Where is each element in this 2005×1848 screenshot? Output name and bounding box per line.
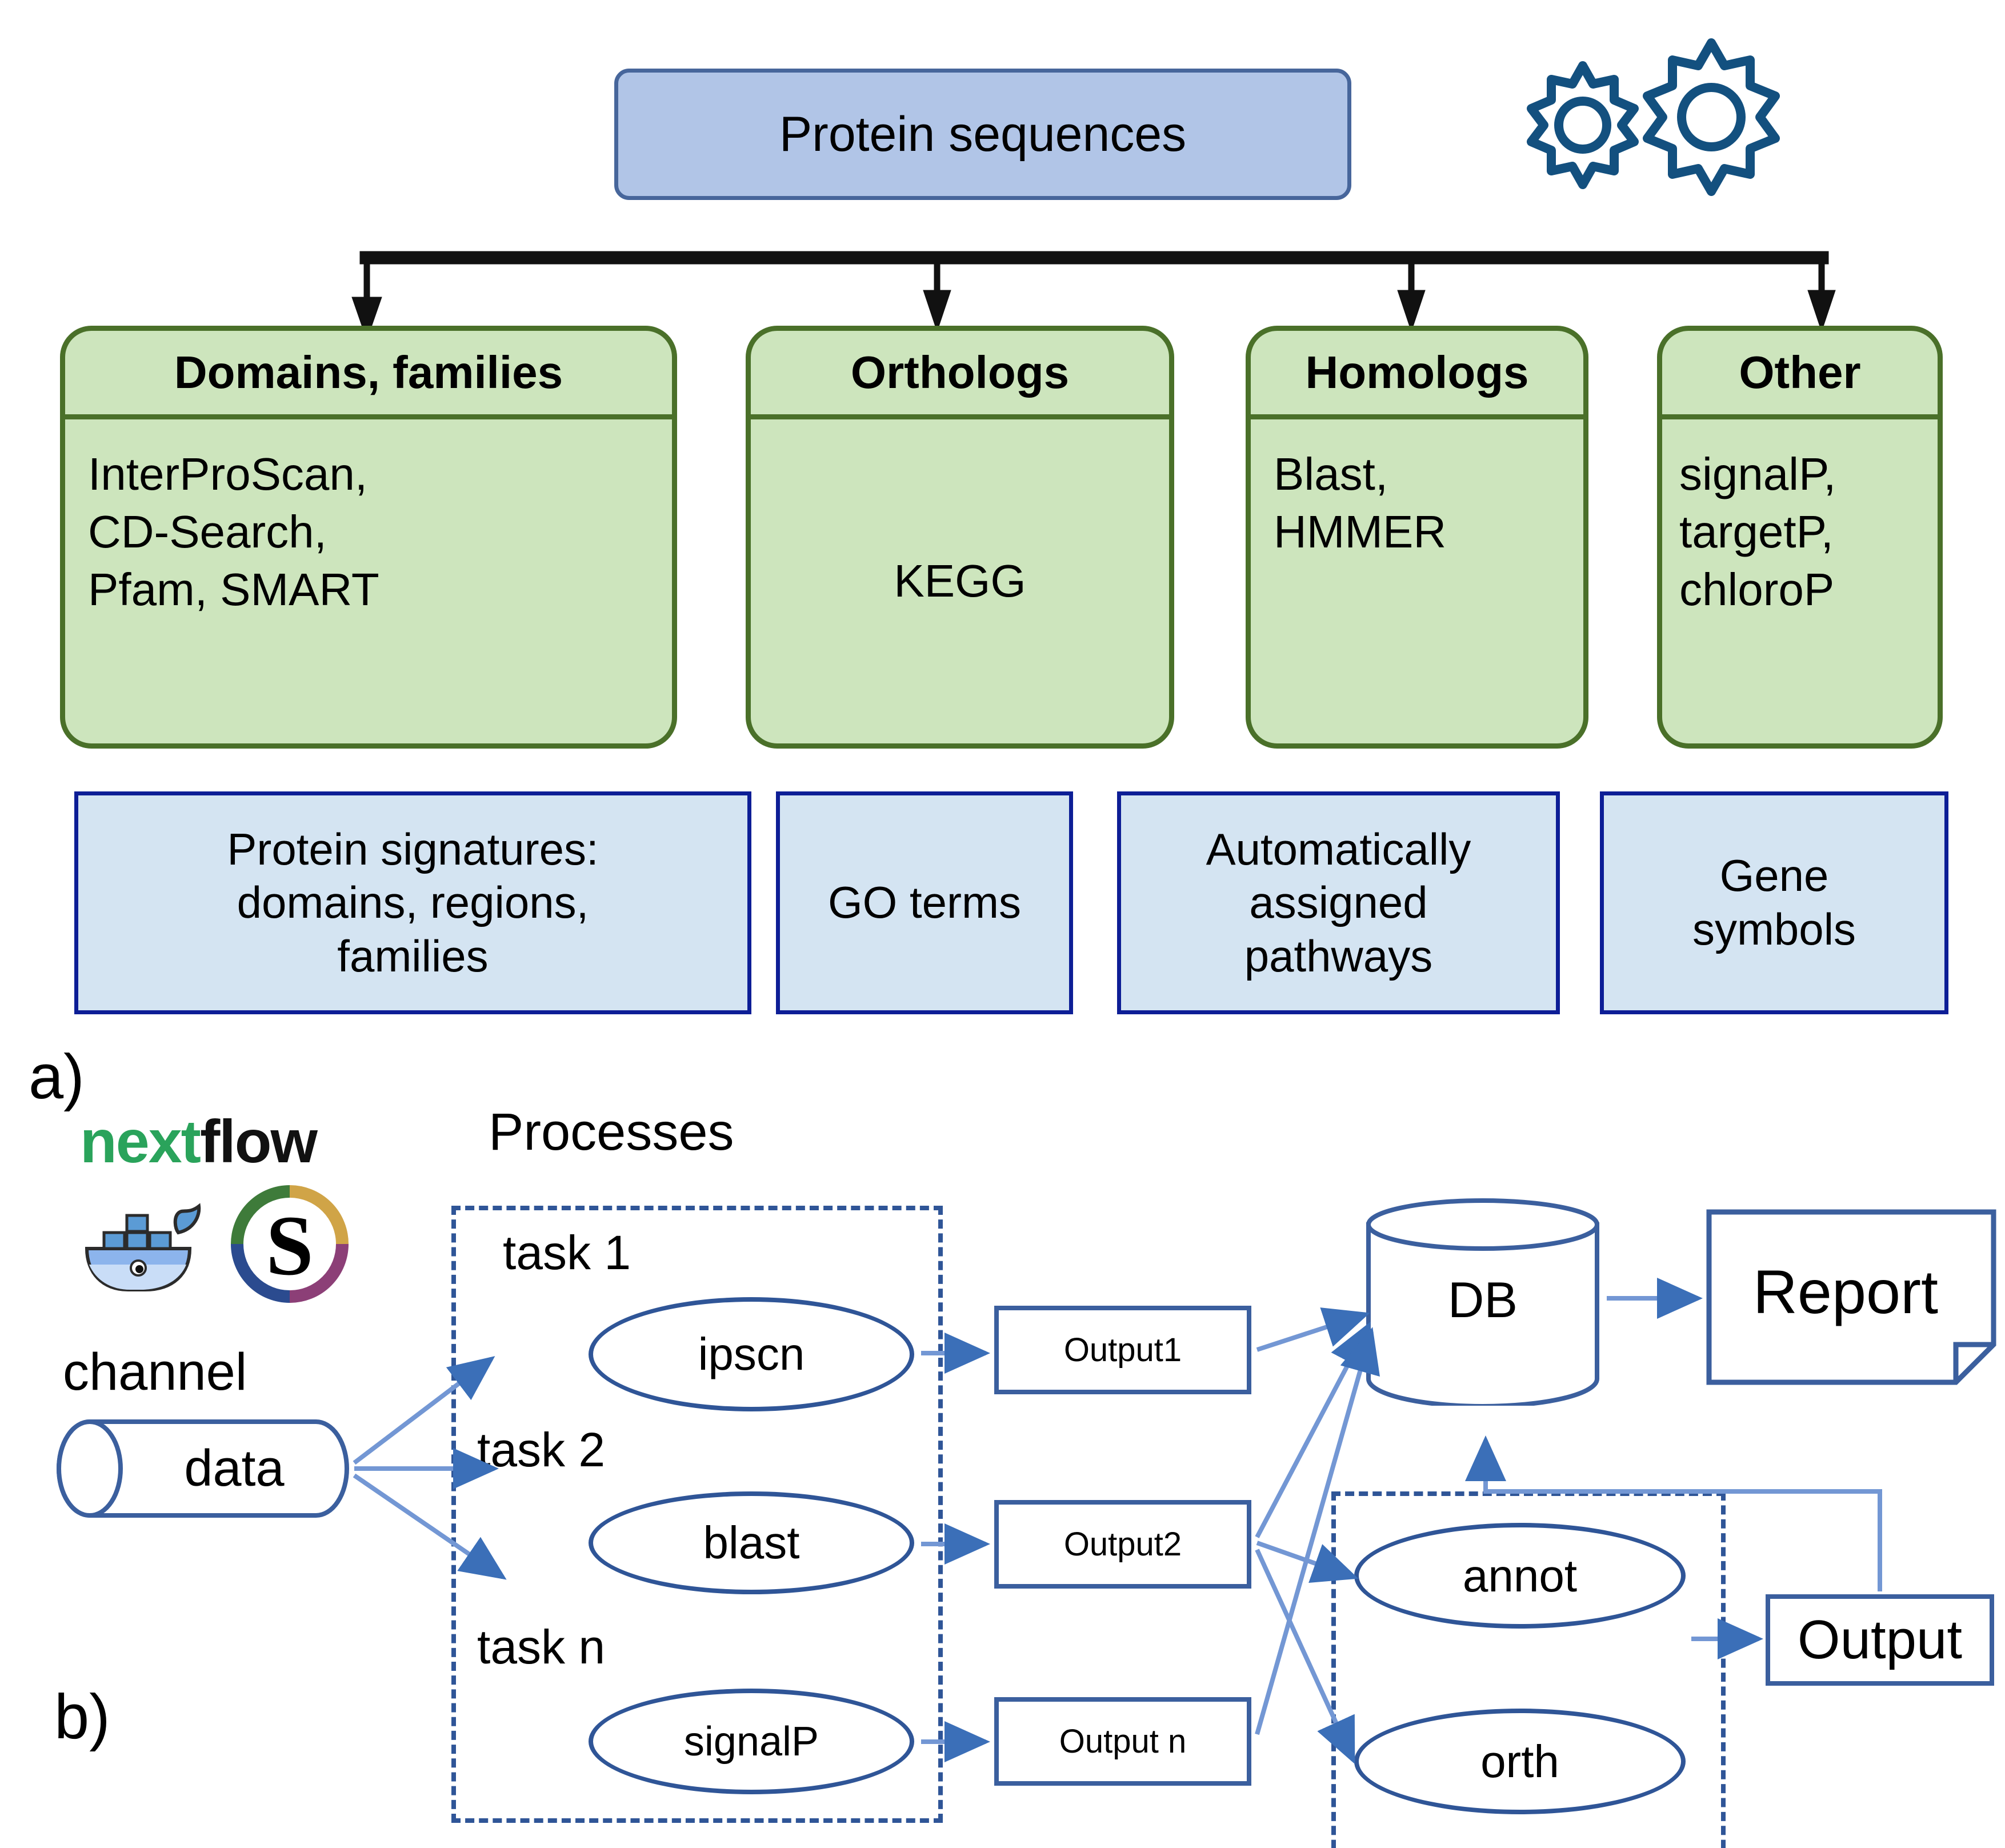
nextflow-logo-next: next [80,1108,201,1175]
output-label: Output1 [1063,1331,1182,1369]
protein-sequences-node: Protein sequences [614,69,1351,200]
task-n-label: task n [477,1620,606,1674]
category-orthologs: Orthologs KEGG [746,326,1174,749]
channel-data-label: data [184,1439,285,1497]
task-1-label: task 1 [503,1226,631,1279]
output1-node: Output1 [994,1306,1251,1394]
process-signalp: signalP [589,1689,914,1794]
report-label: Report [1752,1257,1939,1326]
output-label: Output [1797,1609,1963,1670]
gears-icon [1497,31,1817,214]
process-label: annot [1462,1550,1578,1601]
category-tools: InterProScan, CD-Search, Pfam, SMART [88,449,379,615]
channel-data-node: data [54,1417,351,1520]
report-node: Report [1706,1209,1997,1386]
category-tools: signalP, targetP, chloroP [1679,449,1836,615]
output-go-terms: GO terms [776,791,1073,1014]
db-node: DB [1363,1197,1603,1409]
process-annot: annot [1354,1523,1686,1629]
singularity-icon: S [229,1183,351,1306]
docker-whale-icon [70,1191,224,1300]
process-label: orth [1480,1735,1559,1787]
process-label: signalP [683,1718,819,1765]
protein-sequences-label: Protein sequences [779,106,1187,162]
output-protein-signatures: Protein signatures: domains, regions, fa… [74,791,751,1014]
category-tools: Blast, HMMER [1274,449,1447,557]
output-gene-symbols: Gene symbols [1600,791,1948,1014]
category-header: Other [1662,331,1938,419]
category-tools: KEGG [894,555,1026,607]
output-label: Protein signatures: domains, regions, fa… [227,823,599,981]
category-header: Orthologs [751,331,1169,419]
category-domains-families: Domains, families InterProScan, CD-Searc… [60,326,677,749]
processes-label: Processes [489,1103,734,1161]
category-header: Domains, families [65,331,672,419]
output-label: Output n [1059,1722,1187,1760]
output2-node: Output2 [994,1500,1251,1589]
task-2-label: task 2 [477,1423,606,1477]
process-label: blast [703,1517,800,1568]
nextflow-logo: nextflow [80,1108,318,1175]
nextflow-logo-flow: flow [199,1108,318,1175]
output-label: GO terms [827,877,1021,928]
category-homologs: Homologs Blast, HMMER [1246,326,1588,749]
panel-b-label: b) [54,1682,110,1752]
channel-label: channel [63,1343,247,1401]
output-label: Output2 [1063,1525,1182,1563]
output-label: Gene symbols [1692,850,1856,954]
svg-text:S: S [266,1198,313,1293]
process-orth: orth [1354,1709,1686,1814]
output-pathways: Automatically assigned pathways [1117,791,1560,1014]
process-label: ipscn [698,1329,805,1379]
process-blast: blast [589,1491,914,1594]
process-ipscn: ipscn [589,1297,914,1411]
category-other: Other signalP, targetP, chloroP [1657,326,1943,749]
db-label: DB [1447,1271,1518,1328]
output-label: Automatically assigned pathways [1206,823,1471,981]
panel-a-label: a) [29,1042,85,1112]
category-header: Homologs [1251,331,1583,419]
outputn-node: Output n [994,1697,1251,1786]
annotation-output-node: Output [1766,1594,1994,1686]
